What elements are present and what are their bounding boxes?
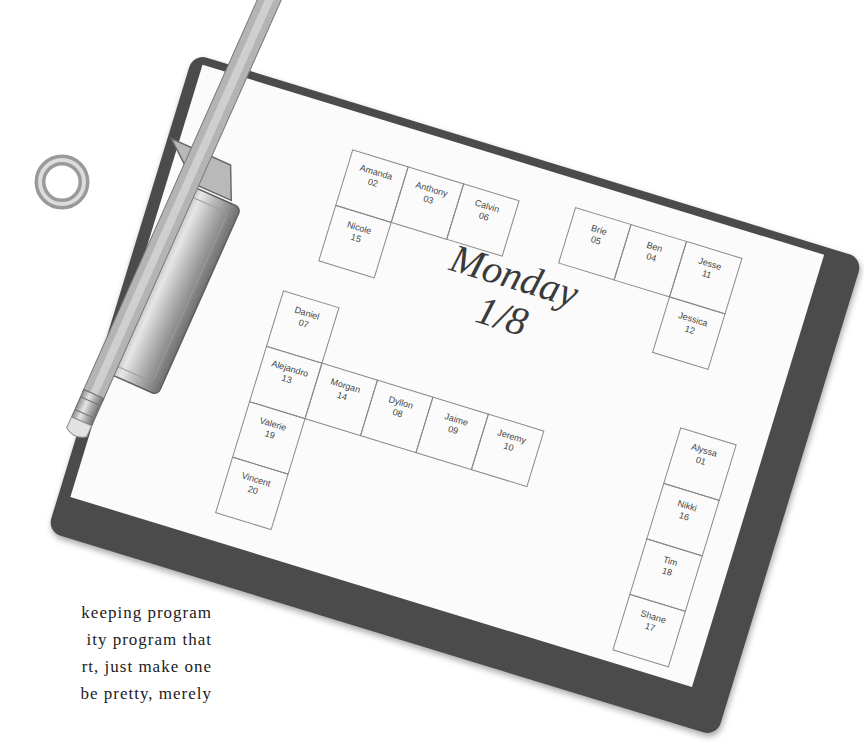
pencil	[65, 0, 285, 440]
book-text-fragment: be pretty, merely	[80, 684, 212, 704]
book-text-fragment: keeping program	[81, 603, 212, 623]
book-text-fragment: rt, just make one	[82, 657, 212, 677]
book-text-fragment: ity program that	[86, 630, 212, 650]
clip-ring	[40, 160, 84, 204]
clip-ring-shine	[40, 160, 84, 204]
